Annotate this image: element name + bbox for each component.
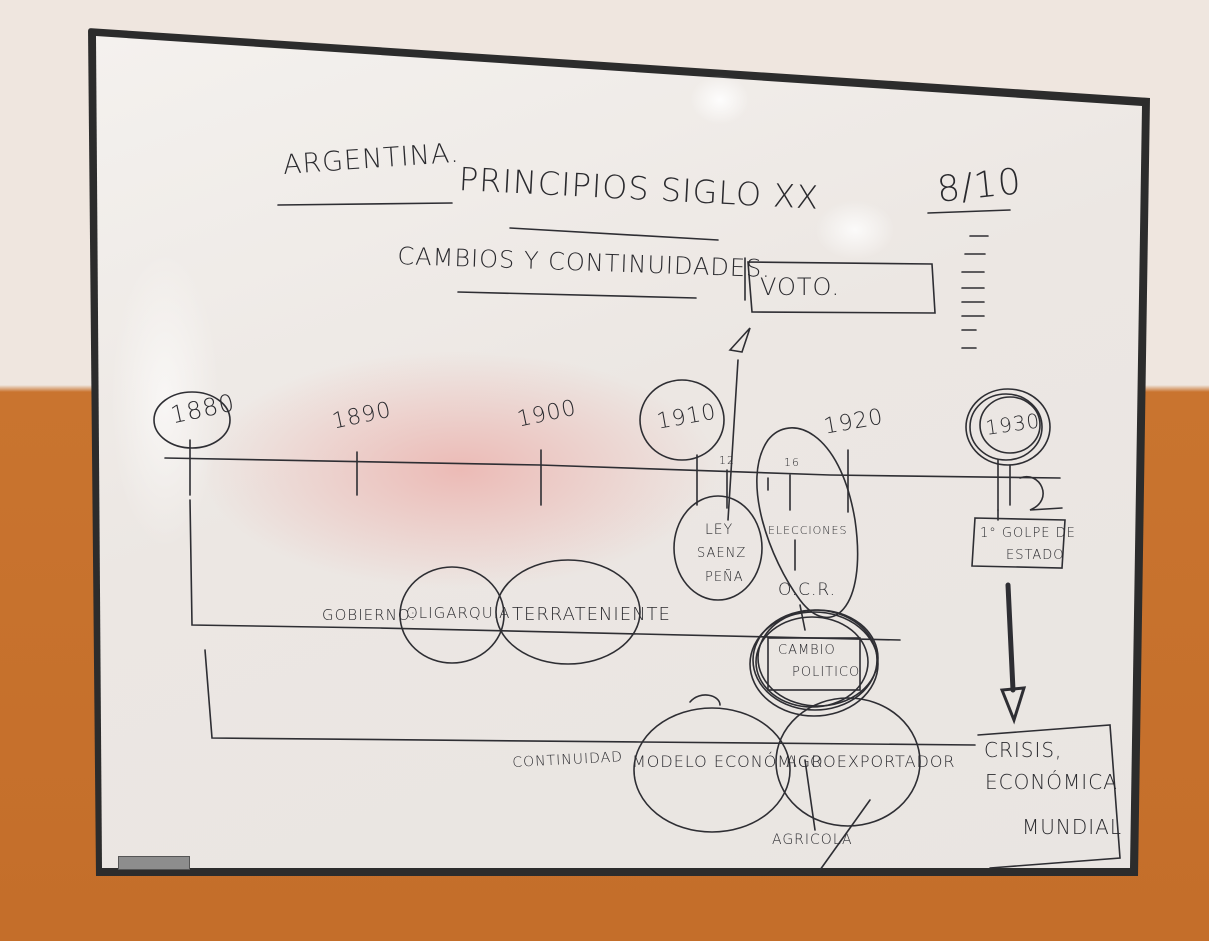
mark-16: 16 <box>784 456 800 469</box>
arrow-to-voto <box>727 327 751 521</box>
ley-line1: LEY <box>705 522 734 538</box>
circle-terrateniente <box>495 559 641 665</box>
gobierno-bracket <box>189 499 901 641</box>
arc-mark <box>689 694 721 706</box>
agricola-link <box>804 759 816 831</box>
agro-label: AGROEXPORTADOR <box>786 752 956 771</box>
title-underline-2 <box>509 227 719 241</box>
tally-marks <box>961 235 989 349</box>
terrateniente-label: TERRATENIENTE <box>512 604 671 625</box>
modelo-label: MODELO ECONÓMICO <box>632 752 824 771</box>
ley-line3: PEÑA <box>705 570 744 585</box>
arrowhead-crisis <box>999 686 1027 725</box>
elecciones-oval <box>756 427 859 619</box>
timeline-line <box>164 457 1061 479</box>
circle-oligarquia <box>399 566 505 664</box>
box-crisis <box>977 724 1121 869</box>
crisis-line1: CRISIS, <box>984 738 1063 762</box>
golpe-connector <box>997 475 1063 521</box>
oligarquia-label: OLIGARQUIA <box>406 604 511 622</box>
circle-ley-saenz-pena <box>673 495 763 601</box>
gobierno-label: GOBIERNO: <box>322 606 417 624</box>
circle-1930-inner2 <box>979 396 1041 454</box>
ley-line2: SAENZ <box>697 546 747 561</box>
crisis-line3: MUNDIAL <box>1022 815 1122 839</box>
golpe-line2: ESTADO <box>1006 548 1065 563</box>
elecciones-label: ELECCIONES <box>768 524 848 537</box>
circle-1880 <box>153 391 231 449</box>
box-golpe <box>971 517 1066 569</box>
circle-modelo <box>633 707 791 833</box>
mark-12: 12 <box>719 454 735 467</box>
ocr-label: O.C.R. <box>778 580 836 600</box>
timeline-ticks <box>189 439 1011 513</box>
marker-tray <box>118 856 190 870</box>
circle-1930 <box>965 388 1051 466</box>
continuidad-bracket <box>204 649 976 746</box>
circle-1930-inner <box>969 393 1043 461</box>
voto-box <box>747 261 936 314</box>
circle-agroexportador <box>775 697 921 827</box>
crisis-line2: ECONÓMICA <box>985 770 1118 794</box>
agricola-label: AGRICOLA <box>772 832 853 848</box>
agricola-link-2 <box>819 799 871 871</box>
title-underline <box>277 202 453 206</box>
arrow-crisis <box>1005 582 1016 693</box>
circle-1910 <box>639 379 725 461</box>
cambio-line1: CAMBIO <box>778 643 836 658</box>
cambio-line2: POLITICO <box>792 665 861 680</box>
golpe-line1: 1° GOLPE DE <box>980 526 1076 541</box>
subtitle-underline <box>457 291 697 299</box>
boxed-voto: VOTO. <box>760 273 841 301</box>
date-underline <box>927 209 1011 214</box>
